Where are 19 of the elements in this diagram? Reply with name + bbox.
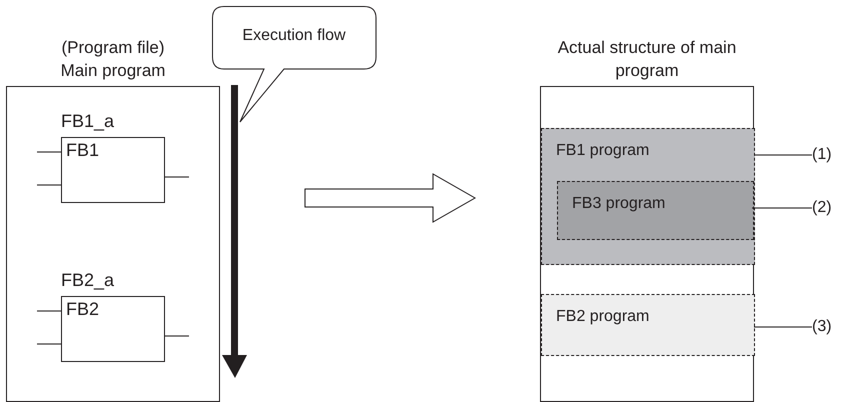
region-label: FB3 program <box>572 194 666 213</box>
leader-line <box>754 154 812 156</box>
leader-line <box>754 326 812 328</box>
program-region <box>541 128 755 265</box>
callout-text: Execution flow <box>241 26 347 46</box>
callout-number: (2) <box>812 199 832 216</box>
instance-label: FB2_a <box>61 270 114 290</box>
callout-number: (3) <box>812 318 832 335</box>
program-region <box>557 181 754 240</box>
block-name: FB2 <box>66 299 100 319</box>
frame-heading: Actual structure of main program <box>557 37 737 82</box>
frame-heading: (Program file) Main program <box>60 37 166 82</box>
region-label: FB1 program <box>556 141 650 160</box>
program-region <box>541 294 755 356</box>
region-label: FB2 program <box>556 307 650 326</box>
instance-label: FB1_a <box>61 111 114 131</box>
block-arrow <box>304 173 476 223</box>
block-name: FB1 <box>66 140 100 160</box>
callout-number: (1) <box>812 146 832 163</box>
